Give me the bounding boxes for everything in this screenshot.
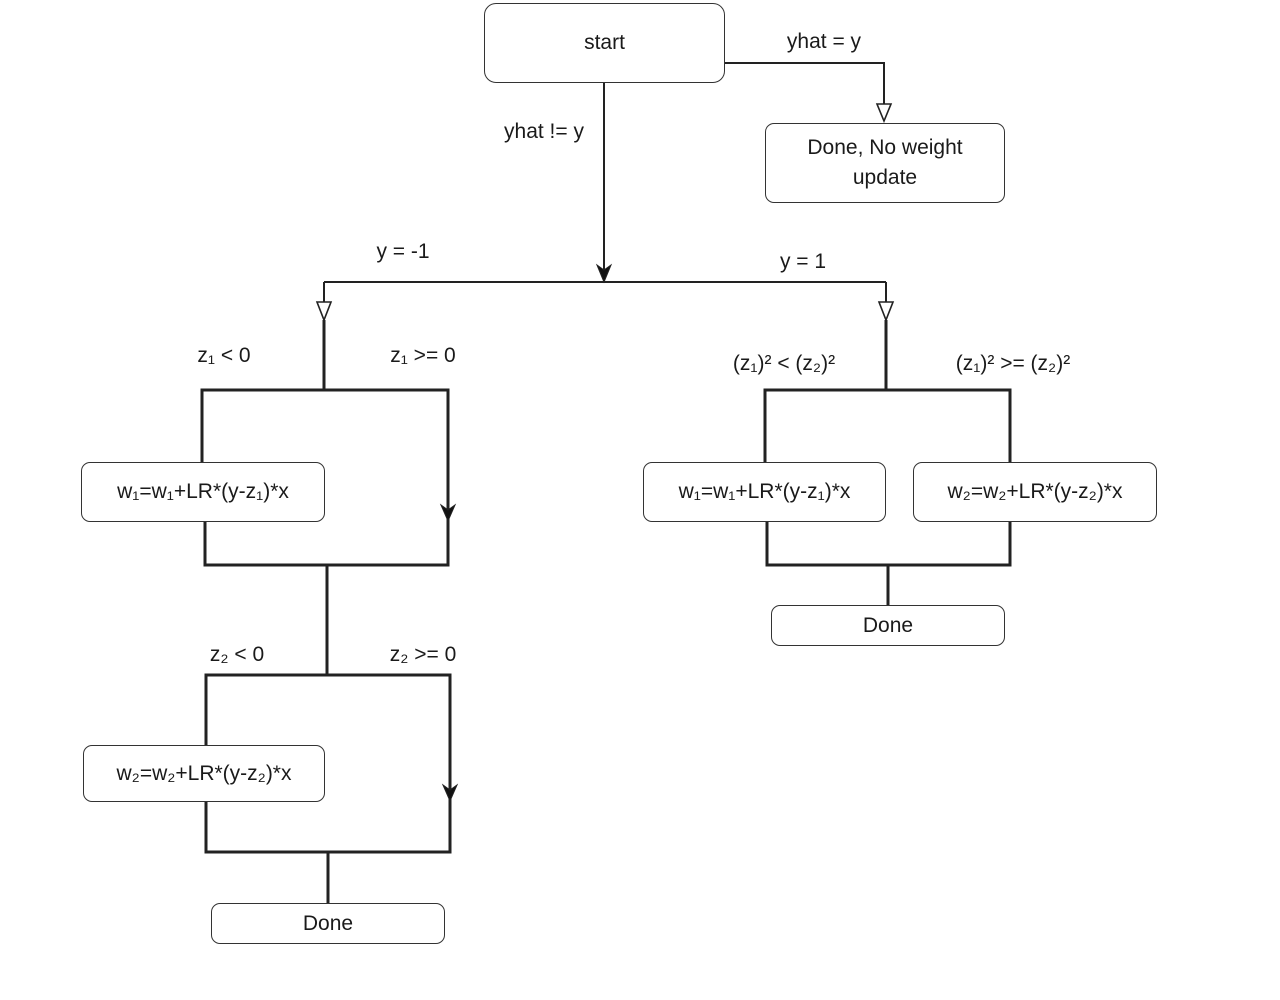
arrow-down-icon — [439, 503, 457, 523]
hollow-arrow-icon — [315, 301, 333, 323]
label-z1-ge-0: z₁ >= 0 — [390, 344, 456, 367]
done-no-update-node[interactable]: Done, No weight update — [765, 123, 1005, 203]
label-yhat-eq-y: yhat = y — [786, 30, 862, 53]
start-node[interactable]: start — [484, 3, 725, 83]
label-y-neg1: y = -1 — [376, 240, 430, 263]
left-update-w2-node[interactable]: w₂=w₂+LR*(y-z₂)*x — [83, 745, 325, 802]
arrow-down-icon — [595, 263, 613, 284]
left-done-node[interactable]: Done — [211, 903, 445, 944]
label-z1sq-lt-z2sq: (z₁)² < (z₂)² — [732, 352, 836, 375]
right-done-node[interactable]: Done — [771, 605, 1005, 646]
arrow-down-icon — [441, 783, 459, 803]
right-update-w2-node[interactable]: w₂=w₂+LR*(y-z₂)*x — [913, 462, 1157, 522]
edge-yhat-eq-y — [724, 62, 885, 104]
hollow-arrow-icon — [875, 103, 893, 124]
label-yhat-neq-y: yhat != y — [504, 120, 584, 143]
right-update-w1-node[interactable]: w₁=w₁+LR*(y-z₁)*x — [643, 462, 886, 522]
label-z2-ge-0: z₂ >= 0 — [389, 643, 457, 666]
label-z2-lt-0: z₂ < 0 — [209, 643, 265, 666]
left-update-w1-node[interactable]: w₁=w₁+LR*(y-z₁)*x — [81, 462, 325, 522]
label-z1-lt-0: z₁ < 0 — [197, 344, 251, 367]
label-y-pos1: y = 1 — [779, 250, 827, 273]
hollow-arrow-icon — [877, 301, 895, 323]
label-z1sq-ge-z2sq: (z₁)² >= (z₂)² — [955, 352, 1071, 375]
